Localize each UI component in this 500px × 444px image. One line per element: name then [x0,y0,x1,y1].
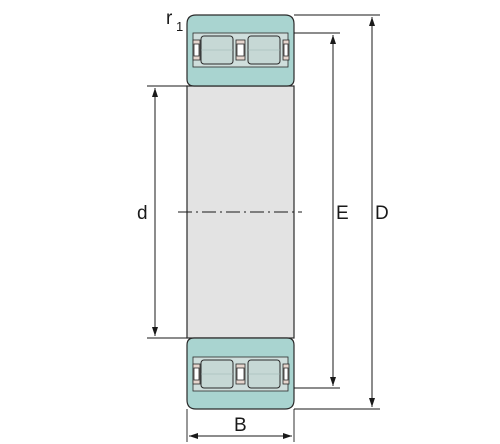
label-r1-subscript: 1 [176,19,183,34]
roller-bottom-right [247,359,281,389]
label-d: d [137,203,148,224]
extension-lines [147,14,380,442]
cage-bottom [192,363,290,385]
label-r1: r [166,8,173,29]
cage-top [192,39,290,61]
label-B: B [234,415,247,436]
roller-top-right [247,35,281,65]
roller-top-left [200,35,234,65]
label-D: D [375,203,389,224]
label-E: E [336,203,349,224]
roller-bottom-left [200,359,234,389]
